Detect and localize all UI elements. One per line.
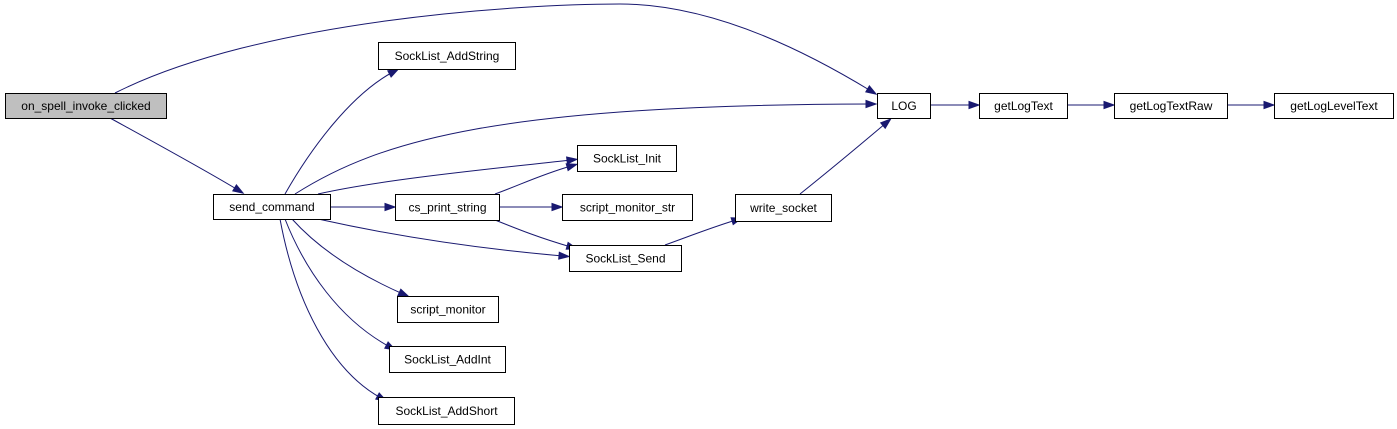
edge-send_command-to-cs_print_string bbox=[330, 202, 397, 212]
arrowhead-icon bbox=[968, 100, 981, 110]
edge-line bbox=[114, 3, 872, 94]
edge-line bbox=[664, 219, 737, 246]
edge-cs_print_string-to-script_monitor_str bbox=[499, 202, 564, 212]
node-label: SockList_Send bbox=[585, 252, 665, 266]
node-label: getLogText bbox=[994, 99, 1053, 113]
edge-line bbox=[279, 218, 382, 399]
edge-cs_print_string-to-SockList_Init bbox=[494, 163, 579, 195]
node-log[interactable]: LOG bbox=[877, 93, 931, 119]
edge-send_command-to-SockList_Send bbox=[317, 218, 571, 260]
node-label: SockList_AddInt bbox=[404, 353, 491, 367]
node-box bbox=[378, 397, 515, 425]
node-label: SockList_AddString bbox=[395, 49, 500, 63]
node-label: SockList_Init bbox=[593, 152, 662, 166]
node-label: cs_print_string bbox=[408, 201, 486, 215]
arrowhead-icon bbox=[384, 202, 397, 212]
node-label: on_spell_invoke_clicked bbox=[21, 99, 150, 113]
node-label: write_socket bbox=[749, 201, 817, 215]
node-box bbox=[397, 296, 499, 323]
edge-send_command-to-SockList_Init bbox=[317, 156, 579, 195]
node-box bbox=[213, 194, 331, 220]
edge-on_spell_invoke_clicked-to-send_command bbox=[109, 117, 245, 194]
node-box bbox=[395, 194, 500, 221]
arrowhead-icon bbox=[397, 288, 410, 298]
edge-line bbox=[799, 122, 887, 195]
arrowhead-icon bbox=[232, 184, 245, 194]
node-box bbox=[1114, 93, 1228, 119]
node-label: getLogTextRaw bbox=[1130, 99, 1213, 113]
node-label: LOG bbox=[891, 99, 916, 113]
edge-getLogTextRaw-to-getLogLevelText bbox=[1227, 100, 1276, 110]
edge-send_command-to-script_monitor bbox=[291, 218, 410, 298]
arrowhead-icon bbox=[879, 118, 892, 130]
arrowhead-icon bbox=[865, 85, 878, 95]
edge-line bbox=[494, 219, 572, 248]
edge-LOG-to-getLogText bbox=[930, 100, 981, 110]
node-getlogleveltext[interactable]: getLogLevelText bbox=[1274, 93, 1394, 119]
node-label: send_command bbox=[229, 200, 314, 214]
node-socklist-addshort[interactable]: SockList_AddShort bbox=[378, 397, 515, 425]
edge-send_command-to-LOG bbox=[294, 99, 878, 195]
edge-send_command-to-SockList_AddString bbox=[284, 68, 400, 195]
node-socklist-init[interactable]: SockList_Init bbox=[577, 145, 677, 172]
node-getlogtext[interactable]: getLogText bbox=[979, 93, 1068, 119]
arrowhead-icon bbox=[865, 99, 878, 109]
edge-line bbox=[317, 218, 564, 257]
edge-SockList_Send-to-write_socket bbox=[664, 217, 744, 246]
edge-line bbox=[294, 103, 871, 195]
node-box bbox=[577, 145, 677, 172]
node-socklist-send[interactable]: SockList_Send bbox=[569, 245, 682, 272]
node-box bbox=[1274, 93, 1394, 119]
node-script-monitor-str[interactable]: script_monitor_str bbox=[562, 194, 693, 221]
edge-line bbox=[317, 159, 572, 195]
node-cs-print-string[interactable]: cs_print_string bbox=[395, 194, 500, 221]
arrowhead-icon bbox=[558, 251, 571, 260]
node-on-spell-invoke-clicked[interactable]: on_spell_invoke_clicked bbox=[5, 93, 167, 119]
node-getlogtextraw[interactable]: getLogTextRaw bbox=[1114, 93, 1228, 119]
edge-line bbox=[291, 218, 404, 295]
edges-layer bbox=[109, 3, 1276, 402]
edge-line bbox=[109, 117, 239, 191]
node-box bbox=[569, 245, 682, 272]
node-box bbox=[877, 93, 931, 119]
node-box bbox=[389, 346, 506, 373]
node-box bbox=[378, 42, 516, 70]
node-box bbox=[562, 194, 693, 221]
node-label: getLogLevelText bbox=[1290, 99, 1378, 113]
edge-cs_print_string-to-SockList_Send bbox=[494, 219, 579, 250]
node-box bbox=[5, 93, 167, 119]
edge-on_spell_invoke_clicked-to-LOG bbox=[114, 3, 878, 95]
edge-line bbox=[494, 165, 572, 195]
edge-getLogText-to-getLogTextRaw bbox=[1067, 100, 1116, 110]
edge-line bbox=[284, 71, 394, 195]
edge-write_socket-to-LOG bbox=[799, 118, 892, 195]
edge-line bbox=[284, 218, 391, 348]
node-box bbox=[735, 194, 832, 222]
node-label: SockList_AddShort bbox=[395, 404, 498, 418]
node-label: script_monitor bbox=[410, 303, 485, 317]
node-send-command[interactable]: send_command bbox=[213, 194, 331, 220]
node-socklist-addstring[interactable]: SockList_AddString bbox=[378, 42, 516, 70]
edge-send_command-to-SockList_AddInt bbox=[284, 218, 397, 351]
nodes-layer: on_spell_invoke_clicked send_command LOG So… bbox=[5, 42, 1394, 425]
node-write-socket[interactable]: write_socket bbox=[735, 194, 832, 222]
arrowhead-icon bbox=[551, 202, 564, 212]
node-label: script_monitor_str bbox=[580, 201, 675, 215]
arrowhead-icon bbox=[1103, 100, 1116, 110]
arrowhead-icon bbox=[387, 68, 400, 78]
edge-send_command-to-SockList_AddShort bbox=[279, 218, 388, 402]
node-box bbox=[979, 93, 1068, 119]
arrowhead-icon bbox=[565, 163, 579, 172]
arrowhead-icon bbox=[566, 156, 579, 165]
node-script-monitor[interactable]: script_monitor bbox=[397, 296, 499, 323]
node-socklist-addint[interactable]: SockList_AddInt bbox=[389, 346, 506, 373]
arrowhead-icon bbox=[1263, 100, 1276, 110]
